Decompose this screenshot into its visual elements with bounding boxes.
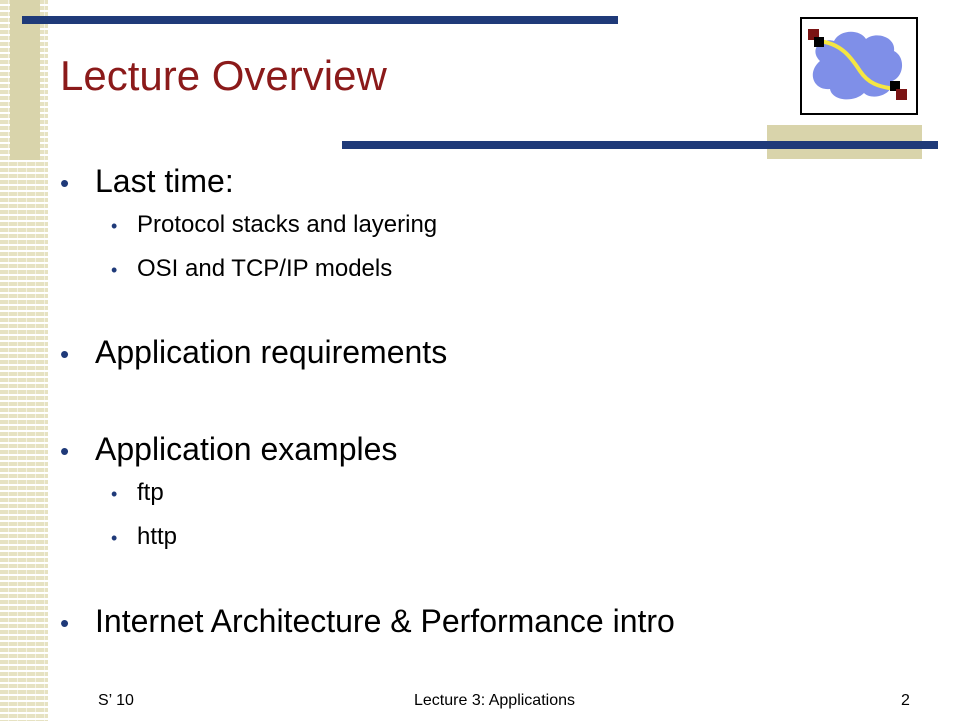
bullet-dot-icon: •: [111, 260, 118, 280]
slide-title: Lecture Overview: [60, 52, 387, 99]
bullet-internet-architecture: • Internet Architecture & Performance in…: [60, 603, 675, 640]
sub-bullet: • Protocol stacks and layering: [111, 211, 437, 239]
network-cloud-logo: [800, 17, 918, 115]
bullet-dot-icon: •: [60, 608, 70, 638]
bullet-dot-icon: •: [60, 436, 70, 466]
footer-left: S’ 10: [98, 692, 134, 709]
top-accent-line: [22, 16, 618, 24]
bullet-application-requirements: • Application requirements: [60, 334, 447, 371]
bullet-application-examples: • Application examples: [60, 431, 397, 468]
footer-center: Lecture 3: Applications: [414, 692, 575, 709]
bullet-dot-icon: •: [60, 168, 70, 198]
title-underline: [342, 141, 938, 149]
sub-bullet: • ftp: [111, 479, 164, 507]
sub-bullet: • http: [111, 523, 177, 551]
bullet-dot-icon: •: [111, 528, 118, 548]
slide-number: 2: [901, 692, 910, 709]
cloud-icon: [808, 29, 907, 100]
bullet-dot-icon: •: [111, 216, 118, 236]
bullet-last-time: • Last time:: [60, 163, 234, 200]
sub-bullet: • OSI and TCP/IP models: [111, 255, 392, 283]
bullet-dot-icon: •: [111, 484, 118, 504]
bullet-dot-icon: •: [60, 339, 70, 369]
left-gold-bar: [10, 0, 40, 160]
